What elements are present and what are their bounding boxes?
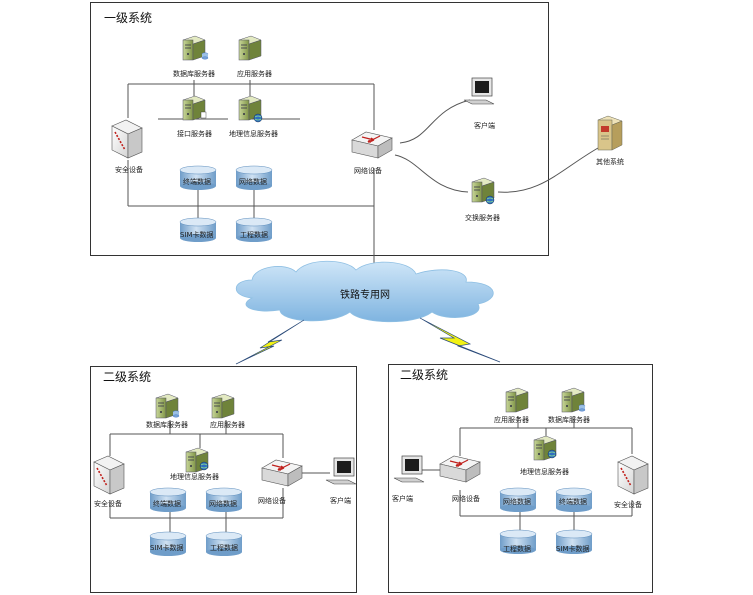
left-client-label: 客户端 [330,496,351,505]
right-terminal-data-label: 终端数据 [559,497,587,506]
right-network-device-label: 网络设备 [452,494,480,503]
right-app-server-label: 应用服务器 [494,415,529,424]
client-label: 客户端 [474,121,495,130]
network-device-icon [351,131,393,159]
right-security-device-label: 安全设备 [614,500,642,509]
left-network-device-icon [261,459,303,487]
left-network-device-label: 网络设备 [258,496,286,505]
right-project-data-label: 工程数据 [503,544,531,553]
left-security-device-icon [93,455,125,495]
right-app-server-icon [505,387,529,413]
interface-server-icon [182,95,207,121]
left-app-server-icon [211,393,235,419]
other-system-label: 其他系统 [596,157,624,166]
railway-network-cloud [235,260,494,323]
client-icon [463,77,495,105]
security-device-icon [111,119,143,159]
wireless-link-right [419,317,501,363]
wireless-link-left [235,319,305,365]
right-client-label: 客户端 [392,494,413,503]
right-db-server-icon [561,387,586,413]
left-system-title: 二级系统 [103,370,151,384]
top-system-frame [90,2,549,256]
exchange-server-icon [471,177,495,205]
top-links [127,80,599,268]
left-system-frame [90,366,357,593]
left-client-icon [325,457,357,485]
project-data-label: 工程数据 [240,230,268,239]
top-system-title: 一级系统 [104,11,152,25]
left-sim-data-label: SIM卡数据 [150,543,184,552]
left-db-server-label: 数据库服务器 [146,420,188,429]
app-server-icon [238,35,262,61]
interface-server-label: 接口服务器 [177,129,212,138]
left-terminal-data-label: 终端数据 [153,499,181,508]
right-system-frame [388,364,653,593]
left-security-device-label: 安全设备 [94,499,122,508]
gis-server-icon [238,95,263,123]
db-server-icon [182,35,209,61]
right-security-device-icon [617,455,649,495]
right-db-server-label: 数据库服务器 [548,415,590,424]
left-project-data-label: 工程数据 [210,543,238,552]
right-gis-server-label: 地理信息服务器 [520,467,569,476]
security-device-label: 安全设备 [115,165,143,174]
gis-server-label: 地理信息服务器 [229,129,278,138]
exchange-server-label: 交换服务器 [465,213,500,222]
network-data-label: 网络数据 [239,177,267,186]
right-system-title: 二级系统 [400,368,448,382]
right-sim-data-label: SIM卡数据 [556,544,590,553]
db-server-label: 数据库服务器 [173,69,215,78]
right-client-icon [393,455,425,483]
left-gis-server-label: 地理信息服务器 [170,472,219,481]
sim-data-label: SIM卡数据 [180,230,214,239]
right-gis-server-icon [533,435,557,461]
left-network-data-label: 网络数据 [209,499,237,508]
network-device-label: 网络设备 [354,166,382,175]
left-app-server-label: 应用服务器 [210,420,245,429]
app-server-label: 应用服务器 [237,69,272,78]
right-network-data-label: 网络数据 [503,497,531,506]
left-gis-server-icon [185,447,209,473]
railway-network-label: 铁路专用网 [340,288,390,301]
left-db-server-icon [155,393,180,419]
terminal-data-label: 终端数据 [183,177,211,186]
right-network-device-icon [439,455,481,483]
other-system-icon [597,115,623,151]
